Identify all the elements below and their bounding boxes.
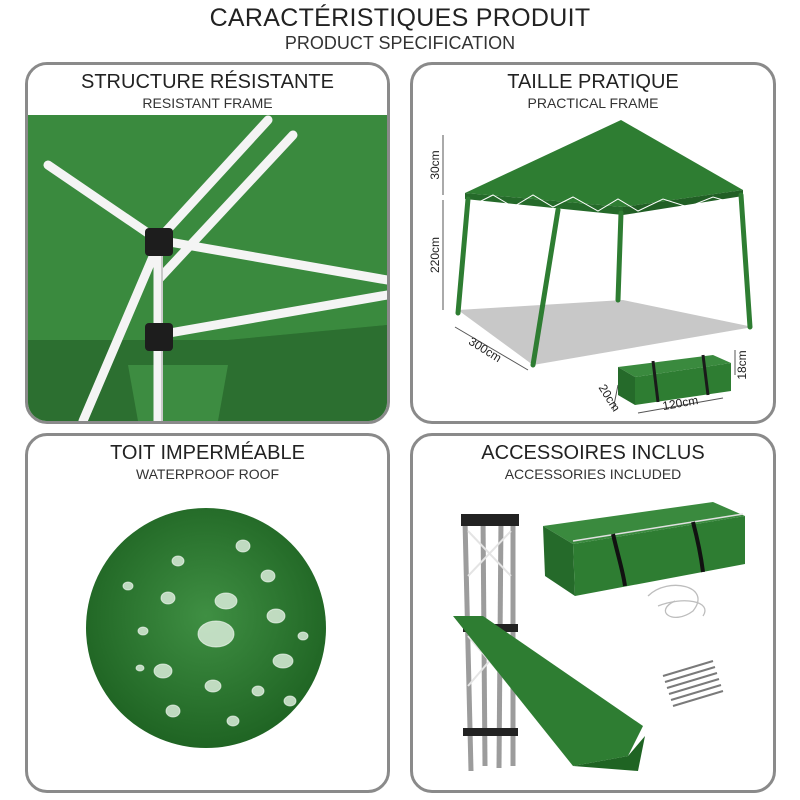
dim-roof-height: 30cm: [428, 150, 442, 179]
ground-shadow: [458, 300, 753, 365]
panel-accessories: ACCESSOIRES INCLUS ACCESSORIES INCLUDED: [410, 433, 776, 793]
panel-title: TOIT IMPERMÉABLE: [110, 442, 305, 464]
panel-subtitle: RESISTANT FRAME: [142, 95, 273, 111]
page-title: CARACTÉRISTIQUES PRODUIT: [209, 4, 591, 32]
folded-canopy: [453, 616, 645, 771]
panel-title: STRUCTURE RÉSISTANTE: [81, 71, 334, 93]
panel-subtitle: WATERPROOF ROOF: [135, 466, 280, 482]
guy-ropes: [647, 584, 706, 618]
dim-bag-length: 120cm: [661, 393, 699, 413]
panel-subtitle: PRACTICAL FRAME: [527, 95, 659, 111]
gazebo-dimensions-diagram: 30cm 220cm 300cm 18cm 20cm 120cm: [428, 120, 753, 414]
ground-stakes: [662, 660, 724, 707]
panel-subtitle: ACCESSORIES INCLUDED: [504, 466, 682, 482]
carry-bag: [618, 354, 731, 405]
dim-bag-height: 18cm: [735, 350, 749, 379]
panel-title: ACCESSOIRES INCLUS: [481, 442, 705, 464]
dim-leg-height: 220cm: [428, 237, 442, 273]
gazebo-roof: [465, 120, 743, 207]
panel-practical-size: TAILLE PRATIQUE PRACTICAL FRAME 30cm 220: [410, 62, 776, 424]
panel-resistant-frame: STRUCTURE RÉSISTANTE RESISTANT FRAME: [25, 62, 390, 424]
panel-waterproof-roof: TOIT IMPERMÉABLE WATERPROOF ROOF: [25, 433, 390, 793]
accessories-image: [453, 502, 745, 772]
panel-title: TAILLE PRATIQUE: [507, 71, 679, 93]
storage-bag: [543, 502, 745, 596]
frame-joint-bottom: [145, 323, 173, 351]
frame-joint-top: [145, 228, 173, 256]
water-droplets-image: [86, 508, 326, 748]
frame-closeup-image: [28, 65, 387, 421]
page-subtitle: PRODUCT SPECIFICATION: [284, 33, 516, 53]
